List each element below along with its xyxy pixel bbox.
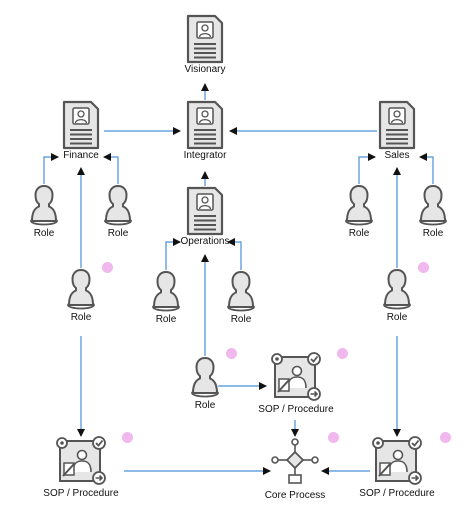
node-role-sales-3[interactable]: Role <box>379 268 415 324</box>
procedure-icon <box>372 436 422 485</box>
node-role-finance-2[interactable]: Role <box>100 184 136 240</box>
person-icon <box>152 271 180 312</box>
node-label: Role <box>155 314 177 325</box>
node-label: SOP / Procedure <box>258 404 334 415</box>
procedure-icon <box>271 352 321 401</box>
person-icon <box>345 185 373 226</box>
node-label: Role <box>107 228 129 239</box>
node-label: Visionary <box>184 64 226 75</box>
person-icon <box>30 185 58 226</box>
node-role-operations-3[interactable]: Role <box>187 356 223 412</box>
node-integrator[interactable]: Integrator <box>175 100 235 162</box>
person-icon <box>191 357 219 398</box>
document-person-icon <box>62 100 100 150</box>
node-role-operations-1[interactable]: Role <box>148 270 184 326</box>
node-label: Integrator <box>183 150 227 161</box>
node-label: Role <box>422 228 444 239</box>
node-label: SOP / Procedure <box>43 488 119 499</box>
node-label: Role <box>33 228 55 239</box>
node-role-sales-1[interactable]: Role <box>341 184 377 240</box>
node-label: Role <box>194 400 216 411</box>
document-person-icon <box>186 14 224 64</box>
person-icon <box>227 271 255 312</box>
person-icon <box>383 269 411 310</box>
node-operations[interactable]: Operations <box>171 186 239 248</box>
node-label: Role <box>230 314 252 325</box>
node-sop-mid[interactable]: SOP / Procedure <box>251 352 341 416</box>
node-label: Role <box>386 312 408 323</box>
node-role-finance-1[interactable]: Role <box>26 184 62 240</box>
status-dot <box>328 432 339 443</box>
node-finance[interactable]: Finance <box>51 100 111 162</box>
procedure-icon <box>56 436 106 485</box>
node-core-process[interactable]: Core Process <box>255 438 335 502</box>
person-icon <box>419 185 447 226</box>
node-label: Finance <box>63 150 99 161</box>
edge-role-ops-2-to-operations <box>227 238 242 270</box>
document-person-icon <box>186 100 224 150</box>
node-visionary[interactable]: Visionary <box>175 14 235 76</box>
person-icon <box>67 269 95 310</box>
node-role-operations-2[interactable]: Role <box>223 270 259 326</box>
status-dot <box>226 348 237 359</box>
node-role-sales-2[interactable]: Role <box>415 184 451 240</box>
edge-role-fin-1-to-finance <box>43 153 59 184</box>
status-dot <box>122 432 133 443</box>
node-label: SOP / Procedure <box>359 488 435 499</box>
node-label: Sales <box>384 150 410 161</box>
node-label: Operations <box>180 236 230 247</box>
node-sales[interactable]: Sales <box>367 100 427 162</box>
document-person-icon <box>378 100 416 150</box>
edge-role-ops-1-to-operations <box>165 238 181 270</box>
node-sop-left[interactable]: SOP / Procedure <box>36 436 126 500</box>
status-dot <box>102 262 113 273</box>
node-label: Role <box>348 228 370 239</box>
status-dot <box>337 348 348 359</box>
status-dot <box>418 262 429 273</box>
node-sop-right[interactable]: SOP / Procedure <box>352 436 442 500</box>
edge-role-fin-2-to-finance <box>103 153 119 184</box>
node-role-finance-3[interactable]: Role <box>63 268 99 324</box>
status-dot <box>440 432 451 443</box>
process-flow-icon <box>271 438 319 484</box>
document-person-icon <box>186 186 224 236</box>
node-label: Role <box>70 312 92 323</box>
node-label: Core Process <box>264 490 326 501</box>
edge-role-sal-1-to-sales <box>358 153 376 184</box>
person-icon <box>104 185 132 226</box>
edge-role-sal-2-to-sales <box>419 153 434 184</box>
